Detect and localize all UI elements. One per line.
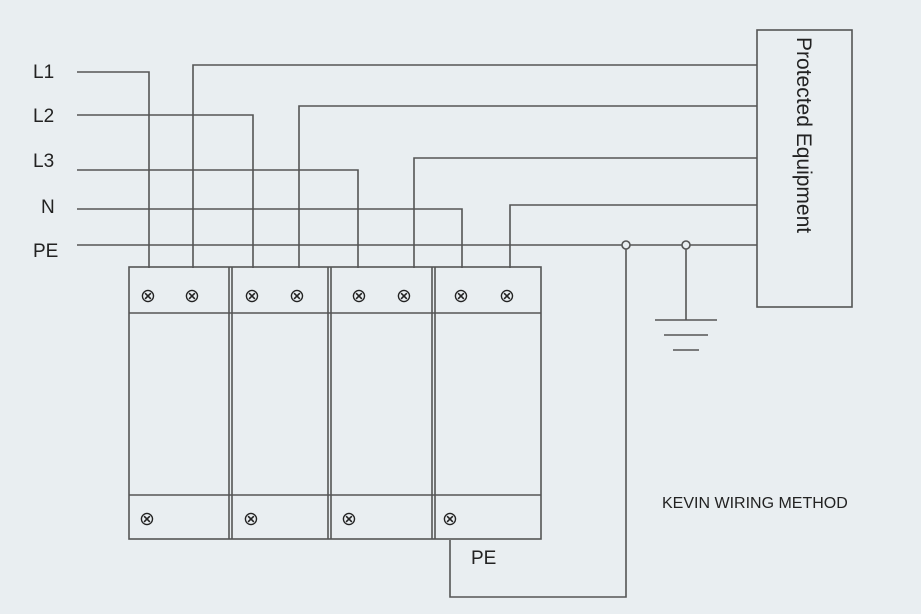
wire-l3-in	[77, 169, 359, 268]
terminal-icon: ⊗	[139, 509, 155, 530]
wire-l1-out	[192, 64, 757, 268]
label-l3: L3	[33, 151, 54, 172]
bottom-pe-label: PE	[471, 548, 496, 569]
terminal-icon: ⊗	[396, 286, 412, 307]
spd-module	[128, 266, 542, 540]
protected-equipment-label: Protected Equipment	[792, 37, 815, 233]
protected-equipment-box	[756, 29, 853, 308]
wire-pe-bottom	[449, 245, 627, 598]
label-l1: L1	[33, 62, 54, 83]
label-n: N	[41, 197, 55, 218]
terminal-icon: ⊗	[453, 286, 469, 307]
terminal-icon: ⊗	[289, 286, 305, 307]
method-caption: KEVIN WIRING METHOD	[662, 495, 848, 512]
label-pe: PE	[33, 241, 58, 262]
wires	[77, 64, 757, 598]
wire-n-in	[77, 208, 463, 268]
junction-node	[621, 240, 631, 250]
terminal-icon: ⊗	[140, 286, 156, 307]
terminal-icon: ⊗	[341, 509, 357, 530]
terminal-icon: ⊗	[442, 509, 458, 530]
wire-l2-in	[77, 114, 254, 268]
terminal-icon: ⊗	[244, 286, 260, 307]
wire-n-out	[509, 204, 757, 268]
junction-node	[681, 240, 691, 250]
terminal-icon: ⊗	[243, 509, 259, 530]
terminal-icon: ⊗	[351, 286, 367, 307]
terminal-icon: ⊗	[499, 286, 515, 307]
wire-l2-out	[298, 105, 757, 268]
wire-l3-out	[413, 157, 757, 268]
label-l2: L2	[33, 106, 54, 127]
terminal-icon: ⊗	[184, 286, 200, 307]
wire-l1-in	[77, 71, 150, 268]
